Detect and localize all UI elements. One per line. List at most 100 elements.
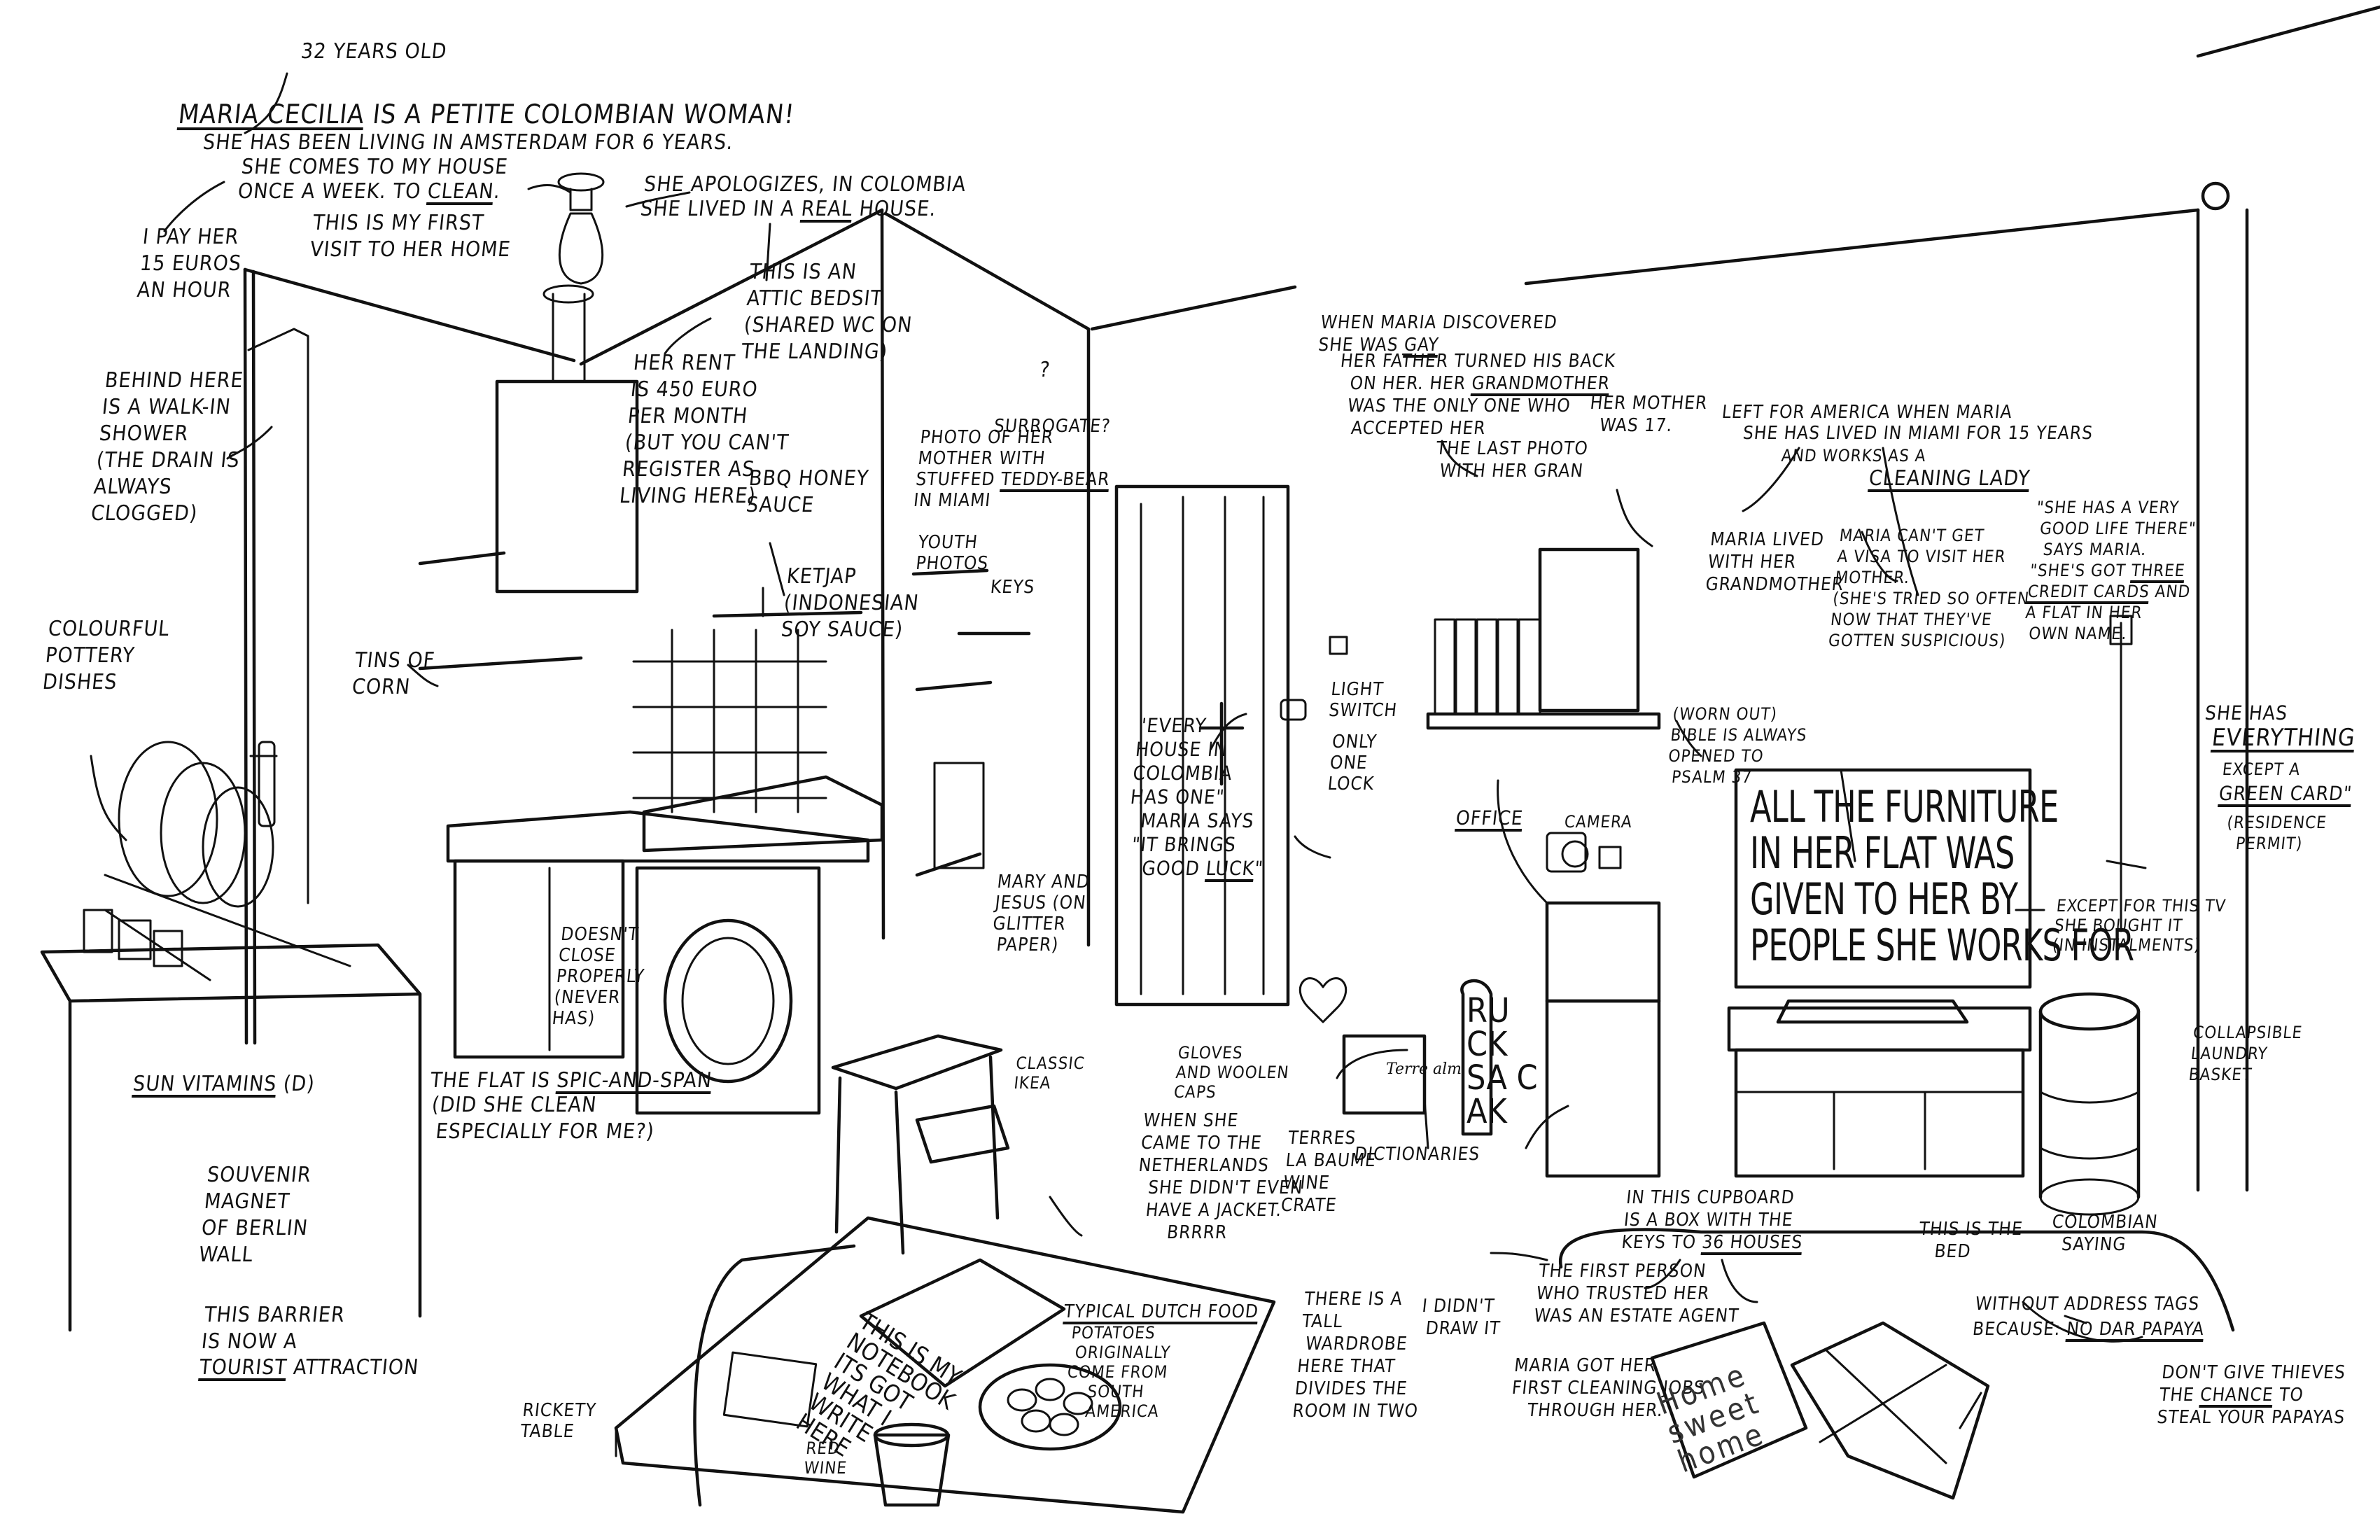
note-apologizes-text: she lived in a (639, 197, 803, 221)
note-no-dar-papaya-emphasis: No dar papaya (2065, 1319, 2206, 1340)
note-first-person: The first person who trusted her was an … (1533, 1261, 1740, 1326)
note-doesnt-close: Doesn't close properly (never has) (551, 924, 646, 1029)
note-potatoes: Potatoes originally come from South Amer… (1062, 1323, 1172, 1421)
note-photo-mother: Photo of her mother with stuffed teddy-b… (913, 427, 1115, 511)
note-chance-emphasis: chance (2199, 1385, 2275, 1406)
note-sun-vitamins-d: (D) (275, 1072, 316, 1096)
shelf-sauces (712, 610, 863, 618)
note-thieves: Don't give thieves the chance to steal y… (2156, 1362, 2351, 1429)
note-rickety-table: Rickety table (519, 1400, 598, 1442)
shelf-upper-left (418, 551, 506, 566)
gas-stove (642, 775, 884, 853)
note-classic-ikea: Classic Ikea (1013, 1054, 1086, 1093)
note-first-visit: This is my first visit to her home (309, 211, 512, 262)
light-switch (1329, 636, 1348, 655)
note-attraction: attraction (286, 1355, 421, 1380)
tv-sign-text: All the furniture in her flat was given … (1750, 781, 2134, 971)
camera-icon (1546, 832, 1622, 873)
annotation-leaders (90, 72, 2147, 1429)
note-souvenir: Souvenir magnet of Berlin wall (197, 1163, 313, 1267)
ring-binders (1434, 618, 1541, 715)
tv-stand-base (1776, 999, 1969, 1024)
note-everything-1: She has (2204, 701, 2289, 724)
note-residence: (Residence permit) (2223, 813, 2328, 853)
note-did-she-clean: (did she clean especially for me?) (428, 1093, 656, 1144)
photo-shelf-1 (911, 568, 989, 576)
note-wardrobe: There is a tall wardrobe here that divid… (1292, 1289, 1420, 1422)
note-age: 32 years old (300, 39, 449, 64)
note-comes-text: once a week. To (237, 179, 429, 204)
side-table (40, 943, 422, 1332)
note-36-houses-emphasis: 36 houses (1700, 1232, 1804, 1253)
curtain-ring (2201, 181, 2230, 211)
note-amsterdam: She has been living in Amsterdam for 6 y… (202, 130, 735, 155)
tv-screen (1734, 768, 2032, 989)
kitchen-tiles (632, 629, 827, 813)
note-bed: This is the bed (1915, 1219, 2024, 1262)
wine-crate (1342, 1034, 1427, 1115)
note-grandmother-emphasis: grandmother (1470, 373, 1611, 394)
folder-shelf (1426, 712, 1661, 730)
note-apologizes-end: house. (851, 197, 938, 221)
kitchen-counter (446, 810, 870, 863)
note-dictionaries: Dictionaries (1353, 1144, 1481, 1165)
note-intro-rest: is a petite Colombian woman! (363, 99, 797, 130)
note-cleaning-lady: cleaning lady (1868, 465, 2031, 492)
note-light-switch: Light switch (1327, 679, 1399, 721)
photo-frame-mary-jesus (933, 762, 985, 869)
note-one-lock: Only one lock (1326, 732, 1378, 794)
shower-door-left (247, 328, 309, 904)
note-mother-17: Her mother was 17. (1586, 393, 1709, 436)
note-cleaning-lady-emphasis: cleaning lady (1868, 466, 2031, 491)
wall-slope-door (883, 211, 1091, 947)
note-every-house: "Every house in Colombia has one" Maria … (1121, 714, 1265, 880)
bookshelf-unit (1545, 999, 1661, 1178)
paper-sheets (722, 1351, 818, 1428)
note-cupboard: In this cupboard is a box with the keys … (1620, 1186, 1809, 1254)
laundry-basket-body (2038, 1009, 2141, 1199)
vitamin-jars (83, 909, 183, 967)
note-every-house-text: "Every house in Colombia has one" Maria … (1121, 714, 1256, 880)
note-bbq: BBQ honey sauce (745, 466, 870, 517)
note-pay: I pay her 15 euros an hour (136, 225, 243, 302)
note-dutch-food-emphasis: Typical Dutch food (1063, 1301, 1260, 1322)
note-ketjap: Ketjap (Indonesian soy sauce) (780, 564, 920, 642)
door-cross (1198, 701, 1245, 786)
dining-table (614, 1216, 1276, 1514)
notebook (859, 1258, 1066, 1388)
tv-cabinet (1727, 1006, 2032, 1052)
washing-machine (635, 866, 821, 1115)
note-mary-jesus: Mary and Jesus (on glitter paper) (989, 872, 1091, 955)
boiler-flue (552, 293, 586, 383)
note-office: Office (1455, 805, 1525, 832)
curtain-rod (2196, 5, 2380, 58)
door-handle-plate (258, 741, 276, 827)
note-green-card-emphasis: green card" (2218, 782, 2353, 805)
door-panel-lines (1140, 496, 1265, 995)
pillow-quilted (1790, 1321, 1990, 1500)
heart-ornament (1298, 977, 1348, 1023)
ceiling-bulb (557, 172, 605, 285)
note-address: Without address tags because: No dar pap… (1971, 1292, 2208, 1342)
rucksack-outline (1460, 979, 1493, 1136)
note-barrier-2: tourist attraction (198, 1354, 420, 1381)
wine-crate-label: Terre alm (1386, 1060, 1462, 1078)
note-barrier-1: This barrier is now a (200, 1303, 346, 1354)
note-comes-line1: She comes to my house (240, 155, 510, 179)
note-tv-except: Except for this TV she bought it (in ins… (2051, 896, 2227, 955)
note-spic-and-span: The flat is spic-and-span (429, 1068, 713, 1094)
note-father: Her father turned his back on her. Her g… (1332, 350, 1616, 440)
note-spic-emphasis: spic-and-span (555, 1068, 714, 1093)
note-spic-text: The flat is (429, 1068, 559, 1093)
shower-door-frame (243, 267, 257, 1045)
rucksack-label: RU CK SA C AK (1466, 991, 1538, 1131)
note-shower: Behind here is a walk-in shower (the dra… (90, 368, 245, 526)
note-apologizes-1: She apologizes, in Colombia (643, 172, 968, 197)
note-tourist-emphasis: tourist (198, 1355, 288, 1380)
note-sun-vitamins: Sun vitamins (D) (132, 1071, 316, 1098)
note-dutch-food: Typical Dutch food (1063, 1298, 1260, 1325)
note-intro-name: Maria Cecilia (176, 99, 367, 130)
